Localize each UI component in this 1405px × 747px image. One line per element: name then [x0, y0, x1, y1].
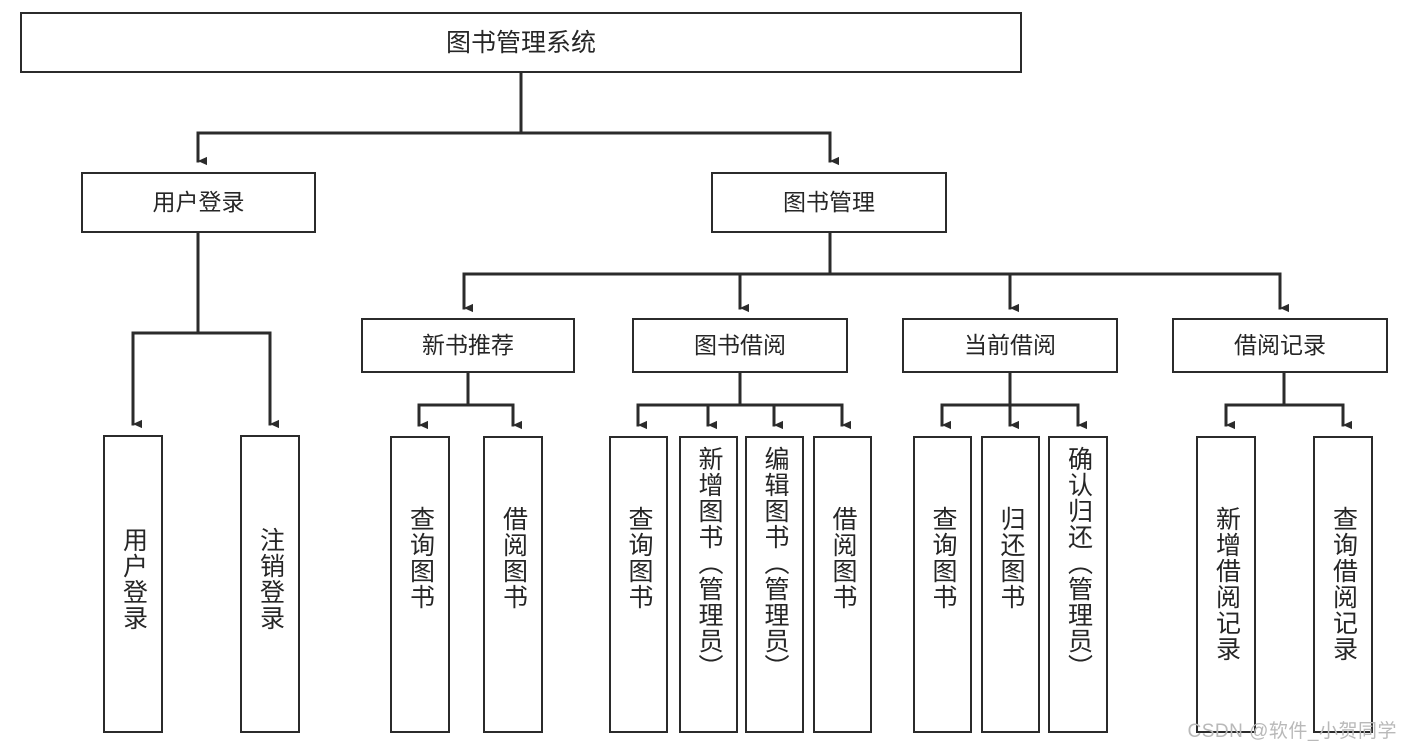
- node-label: 新增图书（管理员）: [695, 446, 723, 680]
- connectors-new-book-recommend-to-leaves: [417, 371, 522, 430]
- node-leaf-query-record[interactable]: 查询借阅记录: [1313, 436, 1373, 733]
- node-leaf-user-logout[interactable]: 注销登录: [240, 435, 300, 733]
- node-leaf-query-book-3[interactable]: 查询图书: [913, 436, 972, 733]
- node-borrow-record[interactable]: 借阅记录: [1172, 318, 1388, 373]
- node-label: 图书管理系统: [445, 28, 596, 57]
- node-label: 新书推荐: [422, 331, 514, 358]
- watermark-text: CSDN @软件_小贺同学: [1187, 721, 1397, 742]
- node-leaf-query-book-1[interactable]: 查询图书: [390, 436, 450, 733]
- connectors-borrow-record-to-leaves: [1224, 371, 1352, 430]
- node-label: 用户登录: [152, 188, 245, 215]
- node-leaf-edit-book[interactable]: 编辑图书（管理员）: [745, 436, 804, 733]
- node-label: 查询图书: [625, 506, 653, 610]
- node-label: 确认归还（管理员）: [1064, 446, 1093, 680]
- node-label: 借阅图书: [829, 506, 857, 610]
- node-label: 借阅记录: [1234, 331, 1326, 358]
- connectors-level-0-to-1: [196, 71, 839, 166]
- node-root-book-management-system[interactable]: 图书管理系统: [20, 12, 1022, 73]
- node-leaf-add-book[interactable]: 新增图书（管理员）: [679, 436, 738, 733]
- connectors-book-borrow-to-leaves: [636, 371, 851, 430]
- node-label: 图书借阅: [694, 331, 786, 358]
- node-current-borrow[interactable]: 当前借阅: [902, 318, 1118, 373]
- node-label: 查询借阅记录: [1329, 506, 1358, 662]
- node-label: 注销登录: [256, 527, 285, 631]
- node-book-borrow[interactable]: 图书借阅: [632, 318, 848, 373]
- node-label: 用户登录: [119, 527, 148, 631]
- node-new-book-recommend[interactable]: 新书推荐: [361, 318, 575, 373]
- node-user-login[interactable]: 用户登录: [81, 172, 316, 233]
- node-leaf-confirm-return[interactable]: 确认归还（管理员）: [1048, 436, 1108, 733]
- node-label: 归还图书: [997, 506, 1025, 610]
- node-label: 查询图书: [406, 506, 435, 610]
- node-label: 借阅图书: [499, 506, 528, 610]
- node-leaf-borrow-book-2[interactable]: 借阅图书: [813, 436, 872, 733]
- connectors-current-borrow-to-leaves: [940, 371, 1087, 430]
- node-label: 新增借阅记录: [1212, 506, 1241, 662]
- connectors-book-manage-to-level-2: [462, 231, 1289, 313]
- node-label: 查询图书: [929, 506, 957, 610]
- node-label: 编辑图书（管理员）: [761, 446, 789, 680]
- node-label: 图书管理: [783, 188, 875, 215]
- node-book-manage[interactable]: 图书管理: [711, 172, 947, 233]
- node-leaf-return-book[interactable]: 归还图书: [981, 436, 1040, 733]
- node-leaf-user-login[interactable]: 用户登录: [103, 435, 163, 733]
- node-leaf-query-book-2[interactable]: 查询图书: [609, 436, 668, 733]
- node-label: 当前借阅: [964, 331, 1056, 358]
- connectors-user-login-to-leaves: [131, 231, 279, 429]
- node-leaf-add-record[interactable]: 新增借阅记录: [1196, 436, 1256, 733]
- node-leaf-borrow-book-1[interactable]: 借阅图书: [483, 436, 543, 733]
